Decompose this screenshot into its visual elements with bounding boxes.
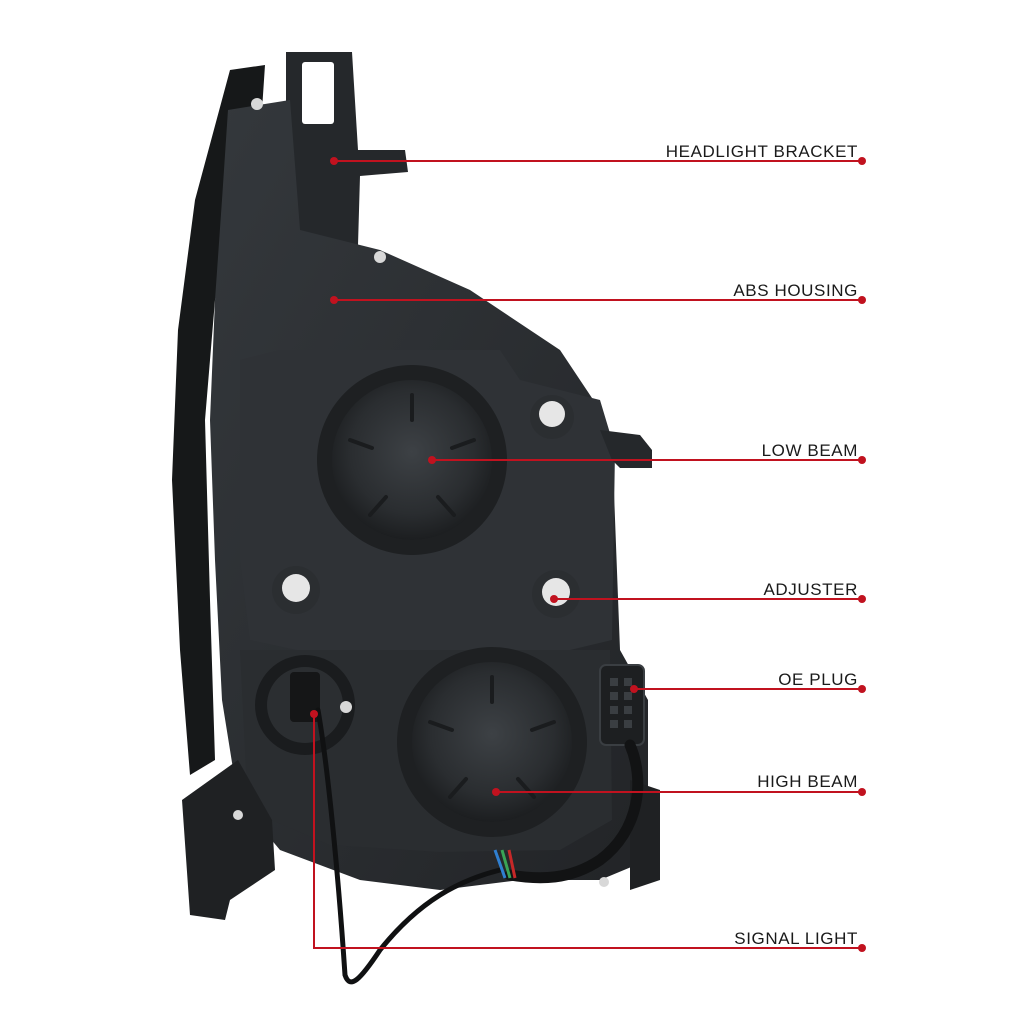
leader-anchor-dot bbox=[330, 296, 338, 304]
callout-label-low-beam: LOW BEAM bbox=[761, 441, 858, 460]
leader-oe-plug bbox=[630, 685, 866, 693]
wire-color-strands bbox=[493, 849, 517, 879]
leader-adjuster bbox=[550, 595, 866, 603]
small-screw bbox=[599, 877, 609, 887]
small-screw bbox=[251, 98, 263, 110]
leader-signal-light bbox=[310, 710, 866, 952]
oe-plug-pins bbox=[610, 678, 632, 728]
adjuster-screws bbox=[233, 98, 609, 887]
leader-anchor-dot bbox=[310, 710, 318, 718]
leader-anchor-dot bbox=[492, 788, 500, 796]
upper-adjuster-head bbox=[539, 401, 565, 427]
leader-end-dot bbox=[858, 685, 866, 693]
leader-headlight-bracket bbox=[330, 157, 866, 165]
high-beam-cap bbox=[412, 662, 572, 822]
callout-label-abs-housing: ABS HOUSING bbox=[733, 281, 858, 300]
leader-abs-housing bbox=[330, 296, 866, 304]
leader-end-dot bbox=[858, 944, 866, 952]
left-adjuster-head bbox=[282, 574, 310, 602]
low-beam-cap bbox=[332, 380, 492, 540]
small-screw bbox=[233, 810, 243, 820]
signal-light-wire bbox=[315, 707, 503, 985]
leader-end-dot bbox=[858, 296, 866, 304]
leader-low-beam bbox=[428, 456, 866, 464]
leader-anchor-dot bbox=[630, 685, 638, 693]
bracket-slot bbox=[302, 62, 334, 124]
small-screw bbox=[374, 251, 386, 263]
leader-high-beam bbox=[492, 788, 866, 796]
right-mounting-tab bbox=[600, 430, 652, 468]
signal-light-bulb-base bbox=[290, 672, 320, 722]
leader-line bbox=[313, 714, 862, 949]
oe-plug-connector bbox=[599, 664, 645, 746]
callout-label-signal-light: SIGNAL LIGHT bbox=[734, 929, 858, 948]
leader-anchor-dot bbox=[428, 456, 436, 464]
high-beam-cap-ribs bbox=[428, 675, 556, 799]
wiring-harness bbox=[504, 739, 644, 884]
callout-label-high-beam: HIGH BEAM bbox=[757, 772, 858, 791]
callout-label-headlight-bracket: HEADLIGHT BRACKET bbox=[665, 142, 858, 161]
leader-end-dot bbox=[858, 157, 866, 165]
small-screw bbox=[340, 701, 352, 713]
bottom-mounting-bracket bbox=[182, 760, 275, 920]
leader-end-dot bbox=[858, 456, 866, 464]
leader-anchor-dot bbox=[330, 157, 338, 165]
leader-anchor-dot bbox=[550, 595, 558, 603]
housing-side-rim bbox=[172, 65, 265, 775]
callout-label-oe-plug: OE PLUG bbox=[778, 670, 858, 689]
leader-end-dot bbox=[858, 788, 866, 796]
leader-end-dot bbox=[858, 595, 866, 603]
callout-label-adjuster: ADJUSTER bbox=[763, 580, 858, 599]
low-beam-cap-ribs bbox=[348, 393, 476, 517]
